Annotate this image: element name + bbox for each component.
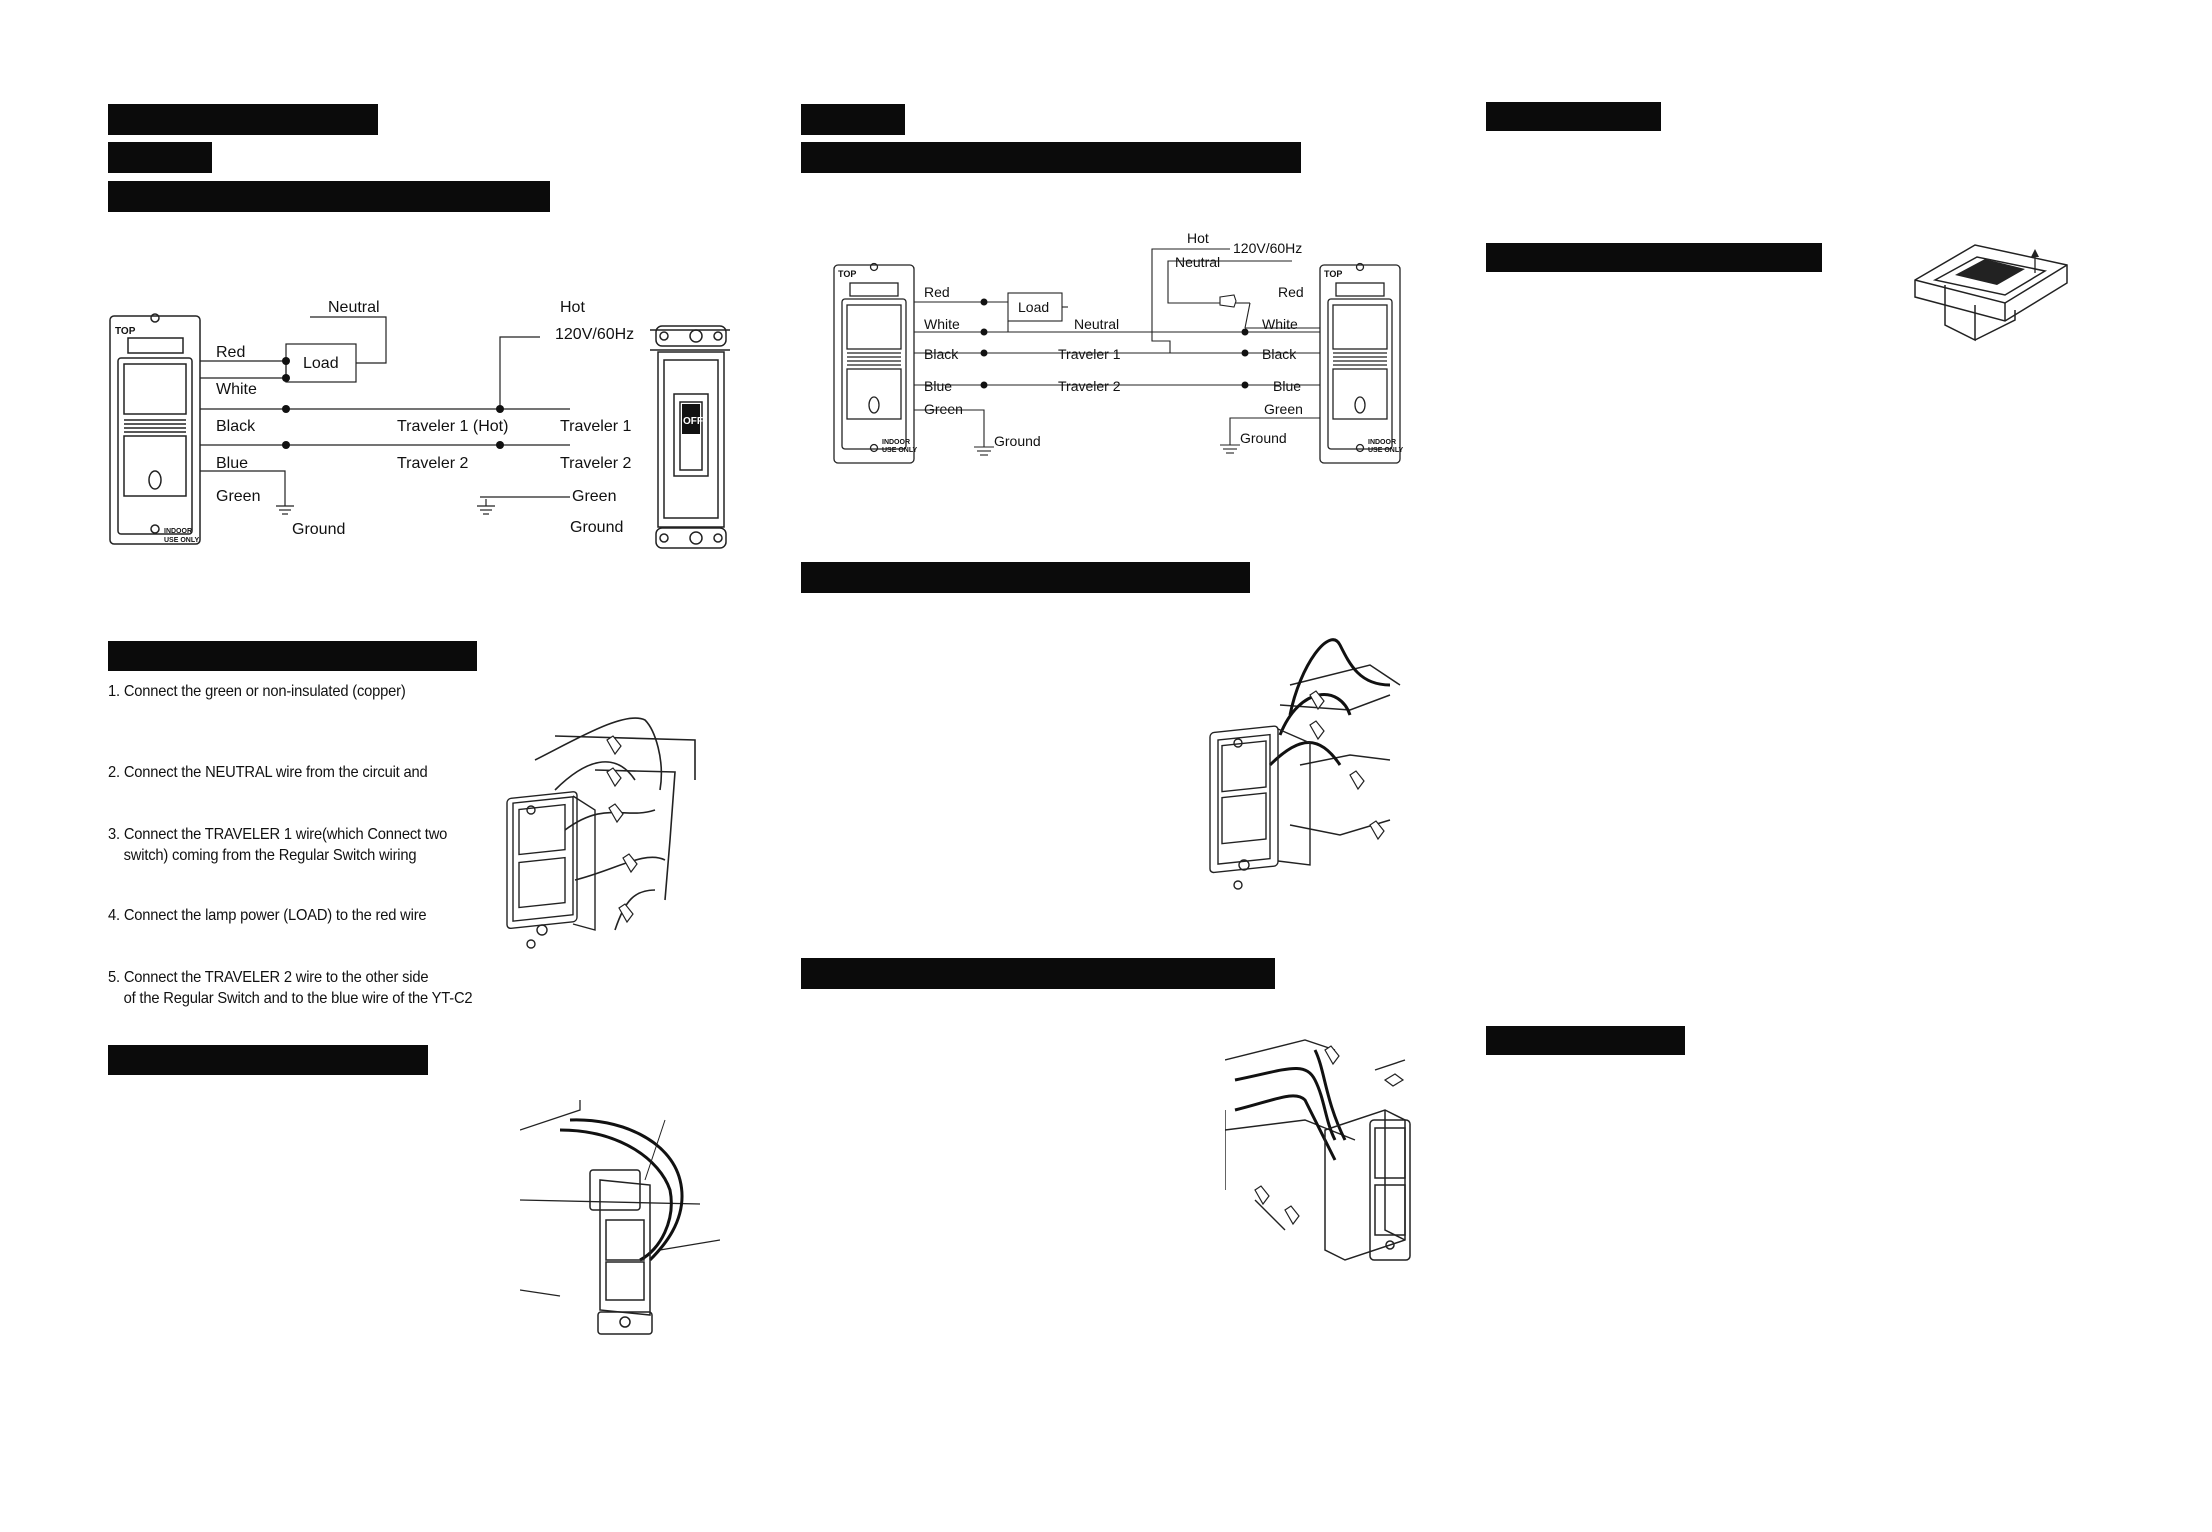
heading-bar — [801, 104, 905, 135]
blue-right-label: Blue — [1273, 378, 1301, 394]
ground-right-label: Ground — [1240, 430, 1287, 446]
step-5-cont: of the Regular Switch and to the blue wi… — [108, 990, 473, 1007]
heading-bar — [108, 1045, 428, 1075]
indoor-label-left: INDOOR — [882, 439, 910, 446]
top-label-left: TOP — [838, 269, 856, 279]
red-wire-label: Red — [216, 344, 245, 361]
step-3-cont: switch) coming from the Regular Switch w… — [108, 847, 417, 864]
heading-bar — [108, 181, 550, 212]
black-wire-label: Black — [216, 418, 256, 435]
wiring-illustration-middle-1 — [1209, 638, 1401, 890]
white-right-label: White — [1262, 316, 1298, 332]
step-2: 2. Connect the NEUTRAL wire from the cir… — [108, 764, 428, 781]
ground-label: Ground — [292, 521, 345, 538]
heading-bar — [801, 562, 1250, 593]
black-left-label: Black — [924, 346, 959, 362]
traveler2-label: Traveler 2 — [397, 455, 469, 472]
use-only-label-right: USE ONLY — [1368, 447, 1403, 454]
regular-toggle-switch — [650, 325, 730, 549]
heading-bar — [108, 641, 477, 671]
wiring-illustration-sensor — [506, 717, 696, 949]
load-label: Load — [303, 355, 339, 372]
heading-bar — [1486, 1026, 1685, 1055]
heading-bar — [1486, 102, 1661, 131]
use-only-label-left: USE ONLY — [882, 447, 917, 454]
hot-label: Hot — [1187, 230, 1209, 246]
wiring-illustration-middle-2 — [1225, 1039, 1411, 1261]
occupancy-sensor-switch-left — [833, 262, 915, 464]
heading-bar — [108, 142, 212, 173]
green-right-label: Green — [1264, 401, 1303, 417]
occupancy-sensor-switch — [109, 313, 201, 545]
heading-bar — [801, 142, 1301, 173]
black-right-label: Black — [1262, 346, 1297, 362]
indoor-label-right: INDOOR — [1368, 439, 1396, 446]
neutral-label: Neutral — [328, 299, 380, 316]
green-wire-label: Green — [216, 488, 260, 505]
top-label-right: TOP — [1324, 269, 1342, 279]
wiring-diagram-middle: TOP INDOOR USE ONLY TOP INDOOR USE ONLY — [833, 230, 1403, 464]
neutral-mid-label: Neutral — [1074, 316, 1119, 332]
ground-left-label: Ground — [994, 433, 1041, 449]
load-label: Load — [1018, 299, 1049, 315]
green-left-label: Green — [924, 401, 963, 417]
red-right-label: Red — [1278, 284, 1304, 300]
step-3: 3. Connect the TRAVELER 1 wire(which Con… — [108, 826, 448, 843]
indoor-label: INDOOR — [164, 528, 192, 535]
wall-plate-illustration — [1914, 244, 2068, 342]
voltage-label: 120V/60Hz — [1233, 240, 1302, 256]
heading-bar — [801, 958, 1275, 989]
green-right-label: Green — [572, 488, 616, 505]
step-1: 1. Connect the green or non-insulated (c… — [108, 683, 406, 700]
voltage-label: 120V/60Hz — [555, 326, 634, 343]
occupancy-sensor-switch-right — [1319, 262, 1401, 464]
off-label: OFF — [683, 416, 703, 427]
top-label: TOP — [115, 326, 136, 337]
heading-bar — [1486, 243, 1822, 272]
heading-bar — [108, 104, 378, 135]
step-5: 5. Connect the TRAVELER 2 wire to the ot… — [108, 969, 429, 986]
neutral-top-label: Neutral — [1175, 254, 1220, 270]
wiring-diagram-left: TOP INDOOR USE ONLY — [109, 299, 730, 549]
traveler2-label: Traveler 2 — [1058, 378, 1121, 394]
wiring-illustration-regular-switch — [520, 1100, 720, 1335]
traveler1-hot-label: Traveler 1 (Hot) — [397, 418, 508, 435]
use-only-label: USE ONLY — [164, 537, 199, 544]
traveler2-right-label: Traveler 2 — [560, 455, 632, 472]
ground-right-label: Ground — [570, 519, 623, 536]
hot-label: Hot — [560, 299, 585, 316]
white-wire-label: White — [216, 381, 257, 398]
blue-wire-label: Blue — [216, 455, 248, 472]
blue-left-label: Blue — [924, 378, 952, 394]
step-4: 4. Connect the lamp power (LOAD) to the … — [108, 907, 427, 924]
red-left-label: Red — [924, 284, 950, 300]
white-left-label: White — [924, 316, 960, 332]
traveler1-label: Traveler 1 — [1058, 346, 1121, 362]
traveler1-right-label: Traveler 1 — [560, 418, 632, 435]
